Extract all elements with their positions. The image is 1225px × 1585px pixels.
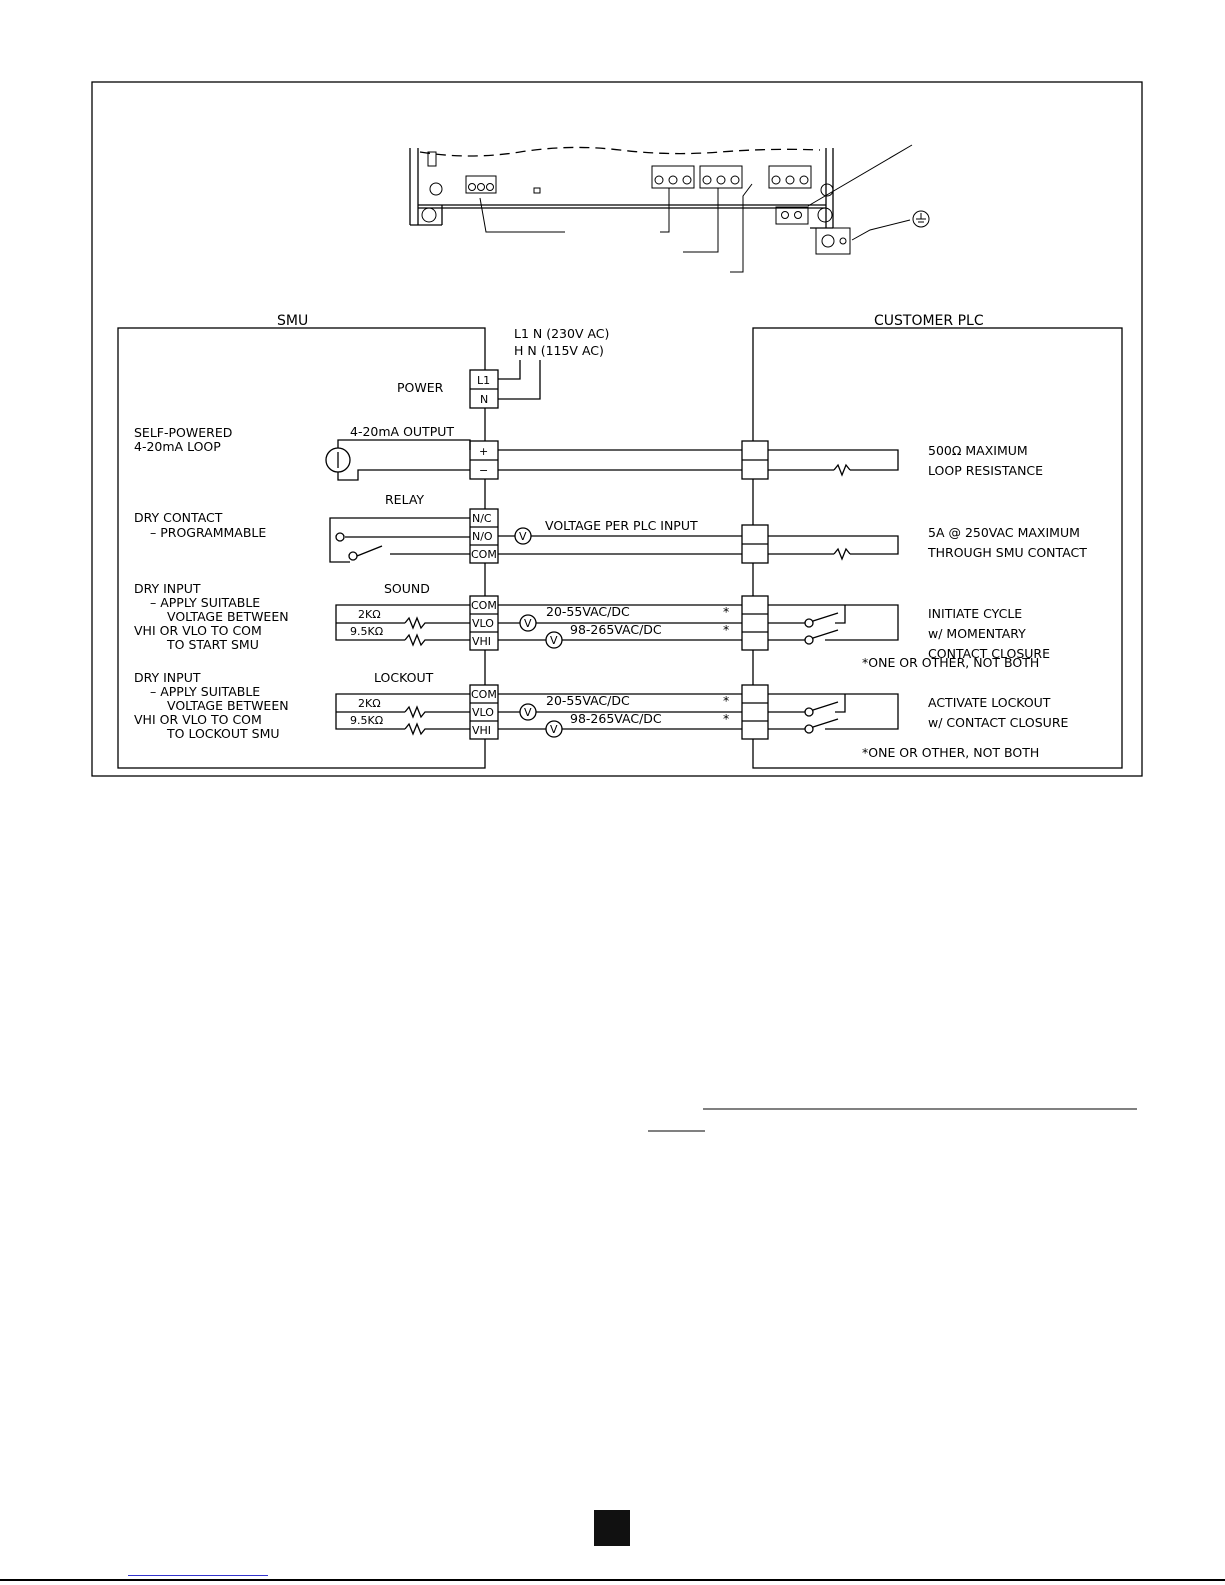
supply-label-115: H N (115V AC): [514, 343, 604, 358]
ground-symbol-icon: [912, 210, 930, 228]
terminal-com: COM: [471, 688, 497, 701]
terminal-no: N/O: [472, 530, 493, 543]
lockout-label: LOCKOUT: [374, 670, 434, 685]
output-label: 4-20mA OUTPUT: [350, 424, 454, 439]
svg-text:DRY INPUT: DRY INPUT: [134, 670, 201, 685]
svg-text:*: *: [723, 622, 729, 637]
dry-contact-2: – PROGRAMMABLE: [150, 525, 266, 540]
sound-switch-icon: [768, 604, 899, 645]
svg-text:*: *: [723, 604, 729, 619]
svg-text:DRY INPUT: DRY INPUT: [134, 581, 201, 596]
sound-label: SOUND: [384, 581, 430, 596]
svg-text:V: V: [550, 723, 558, 736]
terminal-com: COM: [471, 599, 497, 612]
svg-text:*: *: [723, 693, 729, 708]
svg-text:*: *: [723, 711, 729, 726]
dry-contact-1: DRY CONTACT: [134, 510, 223, 525]
voltage-high-sound: 98-265VAC/DC: [570, 622, 662, 637]
relay-label: RELAY: [385, 492, 424, 507]
supply-label-230: L1 N (230V AC): [514, 326, 609, 341]
resistor-icon: [404, 616, 470, 630]
ground-lug-icon: [821, 234, 835, 248]
terminal-nc: N/C: [472, 512, 492, 525]
svg-text:VOLTAGE BETWEEN: VOLTAGE BETWEEN: [167, 609, 289, 624]
terminal-vlo: VLO: [472, 706, 494, 719]
terminal-block-icon: [651, 165, 695, 189]
figure-frame: [91, 81, 1143, 777]
loop-resistance-2: LOOP RESISTANCE: [928, 463, 1043, 478]
resistor-icon: [833, 547, 851, 561]
svg-text:– APPLY SUITABLE: – APPLY SUITABLE: [150, 595, 260, 610]
initiate-cycle-3: CONTACT CLOSURE: [928, 646, 1050, 661]
initiate-cycle-2: w/ MOMENTARY: [928, 626, 1026, 641]
resistor-icon: [404, 705, 470, 719]
dry-input-sound-text: DRY INPUT – APPLY SUITABLE VOLTAGE BETWE…: [134, 581, 289, 652]
terminal-l1: L1: [477, 374, 490, 387]
resistor-icon: [833, 463, 851, 477]
screw-icon: [820, 183, 834, 197]
svg-text:2KΩ: 2KΩ: [358, 608, 381, 621]
terminal-vhi: VHI: [472, 635, 491, 648]
resistor-icon: [404, 633, 470, 647]
loop-label-2: 4-20mA LOOP: [134, 439, 221, 454]
svg-text:9.5KΩ: 9.5KΩ: [350, 625, 383, 638]
resistor-icon: [404, 722, 470, 736]
terminal-minus: −: [479, 464, 488, 477]
terminal-plus: +: [479, 445, 488, 458]
svg-text:TO LOCKOUT SMU: TO LOCKOUT SMU: [166, 726, 280, 741]
terminal-vlo: VLO: [472, 617, 494, 630]
loop-label-1: SELF-POWERED: [134, 425, 232, 440]
activate-lockout-2: w/ CONTACT CLOSURE: [928, 715, 1069, 730]
footer-link-underline[interactable]: [128, 1575, 268, 1576]
initiate-cycle-1: INITIATE CYCLE: [928, 606, 1022, 621]
enclosure-sketch: [409, 144, 930, 273]
page-number-marker: [594, 1510, 630, 1546]
screw-icon: [429, 182, 443, 196]
terminal-vhi: VHI: [472, 724, 491, 737]
contact-rating-1: 5A @ 250VAC MAXIMUM: [928, 525, 1080, 540]
bottom-rule: [0, 1579, 1225, 1581]
svg-text:V: V: [524, 706, 532, 719]
voltage-low-lockout: 20-55VAC/DC: [546, 693, 630, 708]
terminal-block-icon: [465, 175, 497, 194]
plc-title: CUSTOMER PLC: [874, 313, 984, 329]
voltage-low-sound: 20-55VAC/DC: [546, 604, 630, 619]
voltage-high-lockout: 98-265VAC/DC: [570, 711, 662, 726]
voltage-per-plc-input: VOLTAGE PER PLC INPUT: [545, 518, 698, 533]
svg-text:VHI OR VLO TO COM: VHI OR VLO TO COM: [134, 623, 262, 638]
svg-text:9.5KΩ: 9.5KΩ: [350, 714, 383, 727]
lockout-switch-icon: [768, 693, 899, 734]
terminal-com: COM: [471, 548, 497, 561]
dry-input-lockout-text: DRY INPUT – APPLY SUITABLE VOLTAGE BETWE…: [134, 670, 289, 741]
terminal-n: N: [480, 393, 488, 406]
svg-text:VHI OR VLO TO COM: VHI OR VLO TO COM: [134, 712, 262, 727]
svg-text:2KΩ: 2KΩ: [358, 697, 381, 710]
screw-icon: [817, 207, 833, 223]
relay-contact-icon: [356, 545, 383, 557]
activate-lockout-1: ACTIVATE LOCKOUT: [928, 695, 1051, 710]
svg-text:TO START SMU: TO START SMU: [166, 637, 259, 652]
screw-icon: [421, 207, 437, 223]
svg-text:V: V: [550, 634, 558, 647]
svg-text:V: V: [519, 530, 527, 543]
one-or-other-note: *ONE OR OTHER, NOT BOTH: [862, 745, 1039, 760]
one-or-other-note: *ONE OR OTHER, NOT BOTH: [862, 655, 1039, 670]
terminal-block-icon: [768, 165, 812, 189]
svg-text:VOLTAGE BETWEEN: VOLTAGE BETWEEN: [167, 698, 289, 713]
loop-resistance-1: 500Ω MAXIMUM: [928, 443, 1028, 458]
power-label: POWER: [397, 380, 444, 395]
svg-text:V: V: [524, 617, 532, 630]
svg-text:– APPLY SUITABLE: – APPLY SUITABLE: [150, 684, 260, 699]
smu-title: SMU: [277, 313, 308, 329]
terminal-block-icon: [699, 165, 743, 189]
contact-rating-2: THROUGH SMU CONTACT: [927, 545, 1087, 560]
plc-terminal-column: [741, 440, 769, 740]
